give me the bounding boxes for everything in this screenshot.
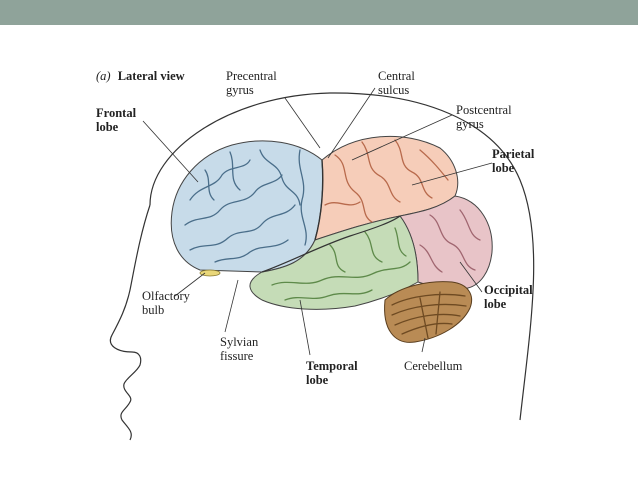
- sylvian-fissure-line: [261, 215, 401, 273]
- brain-diagram: (a) Lateral view Frontal lobe Precentral…: [96, 69, 537, 441]
- label-olfactory-bulb: Olfactory bulb: [142, 289, 193, 317]
- label-sylvian-fissure: Sylvian fissure: [220, 335, 261, 363]
- label-temporal-lobe: Temporal lobe: [306, 359, 361, 387]
- temporal-gyri: [271, 227, 411, 301]
- label-central-sulcus: Central sulcus: [378, 69, 418, 97]
- occipital-gyri: [419, 209, 481, 273]
- face-profile: [109, 204, 151, 441]
- head-outline: [149, 92, 535, 421]
- label-cerebellum: Cerebellum: [404, 359, 463, 373]
- slide-top-bar: [0, 0, 638, 25]
- label-parietal-lobe: Parietal lobe: [492, 147, 537, 175]
- central-sulcus-line: [314, 159, 324, 241]
- panel-title-text: Lateral view: [118, 69, 185, 83]
- cerebellum: [384, 281, 473, 343]
- frontal-gyri: [184, 149, 307, 263]
- cerebellum-folia: [391, 291, 467, 339]
- leader-lines: [142, 87, 493, 356]
- label-postcentral-gyrus: Postcentral gyrus: [456, 103, 515, 131]
- brain-lateral-view-figure: (a) Lateral view Frontal lobe Precentral…: [0, 25, 638, 479]
- panel-title: (a) Lateral view: [96, 69, 185, 83]
- label-frontal-lobe: Frontal lobe: [96, 106, 139, 134]
- olfactory-bulb: [199, 269, 221, 277]
- panel-letter: (a): [96, 69, 111, 83]
- label-occipital-lobe: Occipital lobe: [484, 283, 536, 311]
- label-precentral-gyrus: Precentral gyrus: [226, 69, 280, 97]
